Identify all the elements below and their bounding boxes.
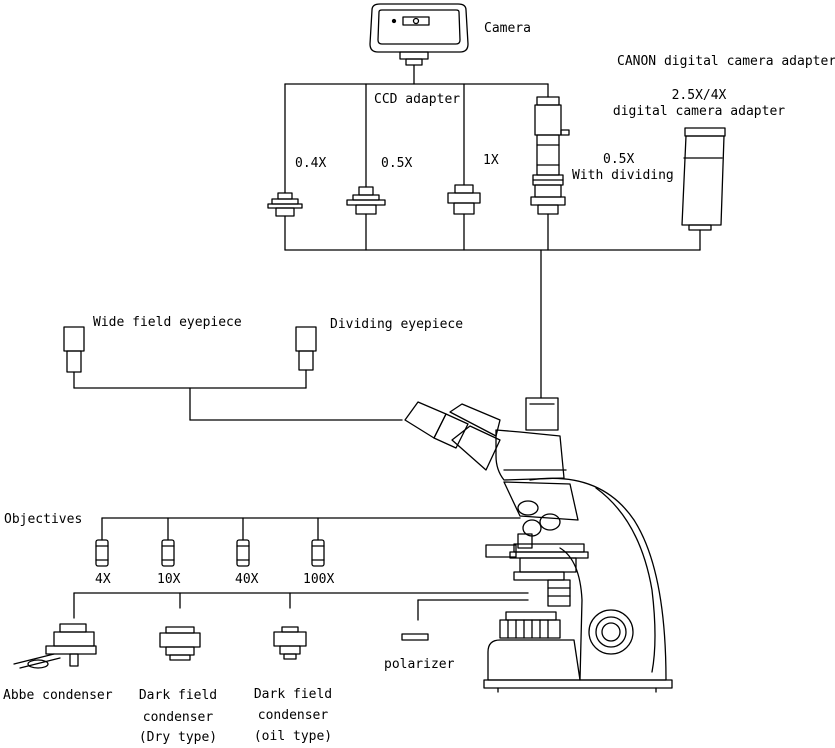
objective-100x-label: 100X <box>303 572 335 587</box>
adapter-04x-label: 0.4X <box>295 156 327 171</box>
condenser-connector-lines <box>73 592 529 621</box>
dark-dry-label-line1: Dark field <box>138 688 218 703</box>
objective-10x-label: 10X <box>157 572 181 587</box>
dark-field-condenser-oil-icon <box>273 626 307 660</box>
adapter-1x-label: 1X <box>483 153 499 168</box>
dark-oil-label-line3: (oil type) <box>253 729 333 744</box>
adapter-04x-icon <box>267 192 303 217</box>
objective-4x-label: 4X <box>95 572 111 587</box>
dark-oil-label-line1: Dark field <box>253 687 333 702</box>
abbe-condenser-label: Abbe condenser <box>3 688 113 703</box>
adapter-05x-icon <box>346 186 386 215</box>
adapter-05x-label: 0.5X <box>381 156 413 171</box>
eyepiece-connector-lines <box>73 369 403 421</box>
objective-40x-label: 40X <box>235 572 259 587</box>
dark-dry-label-line2: condenser <box>142 710 214 725</box>
adapter-connector-lines <box>284 64 701 399</box>
objectives-label: Objectives <box>4 512 83 527</box>
abbe-condenser-icon <box>13 623 97 669</box>
adapter-05x-dividing-label-line1: 0.5X <box>603 152 635 167</box>
objective-10x-icon <box>161 539 175 567</box>
adapter-1x-icon <box>447 184 481 215</box>
ccd-adapter-label: CCD adapter <box>374 92 461 107</box>
dark-oil-label-line2: condenser <box>257 708 329 723</box>
dividing-eyepiece-label: Dividing eyepiece <box>330 317 464 332</box>
dividing-eyepiece-icon <box>295 326 317 371</box>
dark-dry-label-line3: (Dry type) <box>138 730 218 745</box>
digital-adapter-label-line1: 2.5X/4X <box>671 88 727 103</box>
adapter-05x-dividing-icon <box>530 96 570 215</box>
camera-label: Camera <box>484 21 531 36</box>
canon-adapter-label: CANON digital camera adapter <box>617 54 835 69</box>
wide-field-eyepiece-label: Wide field eyepiece <box>93 315 242 330</box>
objective-4x-icon <box>95 539 109 567</box>
wide-field-eyepiece-icon <box>63 326 85 373</box>
dark-field-condenser-dry-icon <box>159 626 201 661</box>
objective-100x-icon <box>311 539 325 567</box>
digital-camera-adapter-icon <box>681 127 726 231</box>
microscope-icon <box>404 397 673 693</box>
adapter-05x-dividing-label-line2: With dividing <box>572 168 674 183</box>
objectives-connector-lines <box>101 517 521 541</box>
objective-40x-icon <box>236 539 250 567</box>
polarizer-label: polarizer <box>384 657 455 672</box>
camera-icon <box>369 3 469 66</box>
digital-adapter-label-line2: digital camera adapter <box>612 104 786 119</box>
polarizer-icon <box>401 633 429 641</box>
